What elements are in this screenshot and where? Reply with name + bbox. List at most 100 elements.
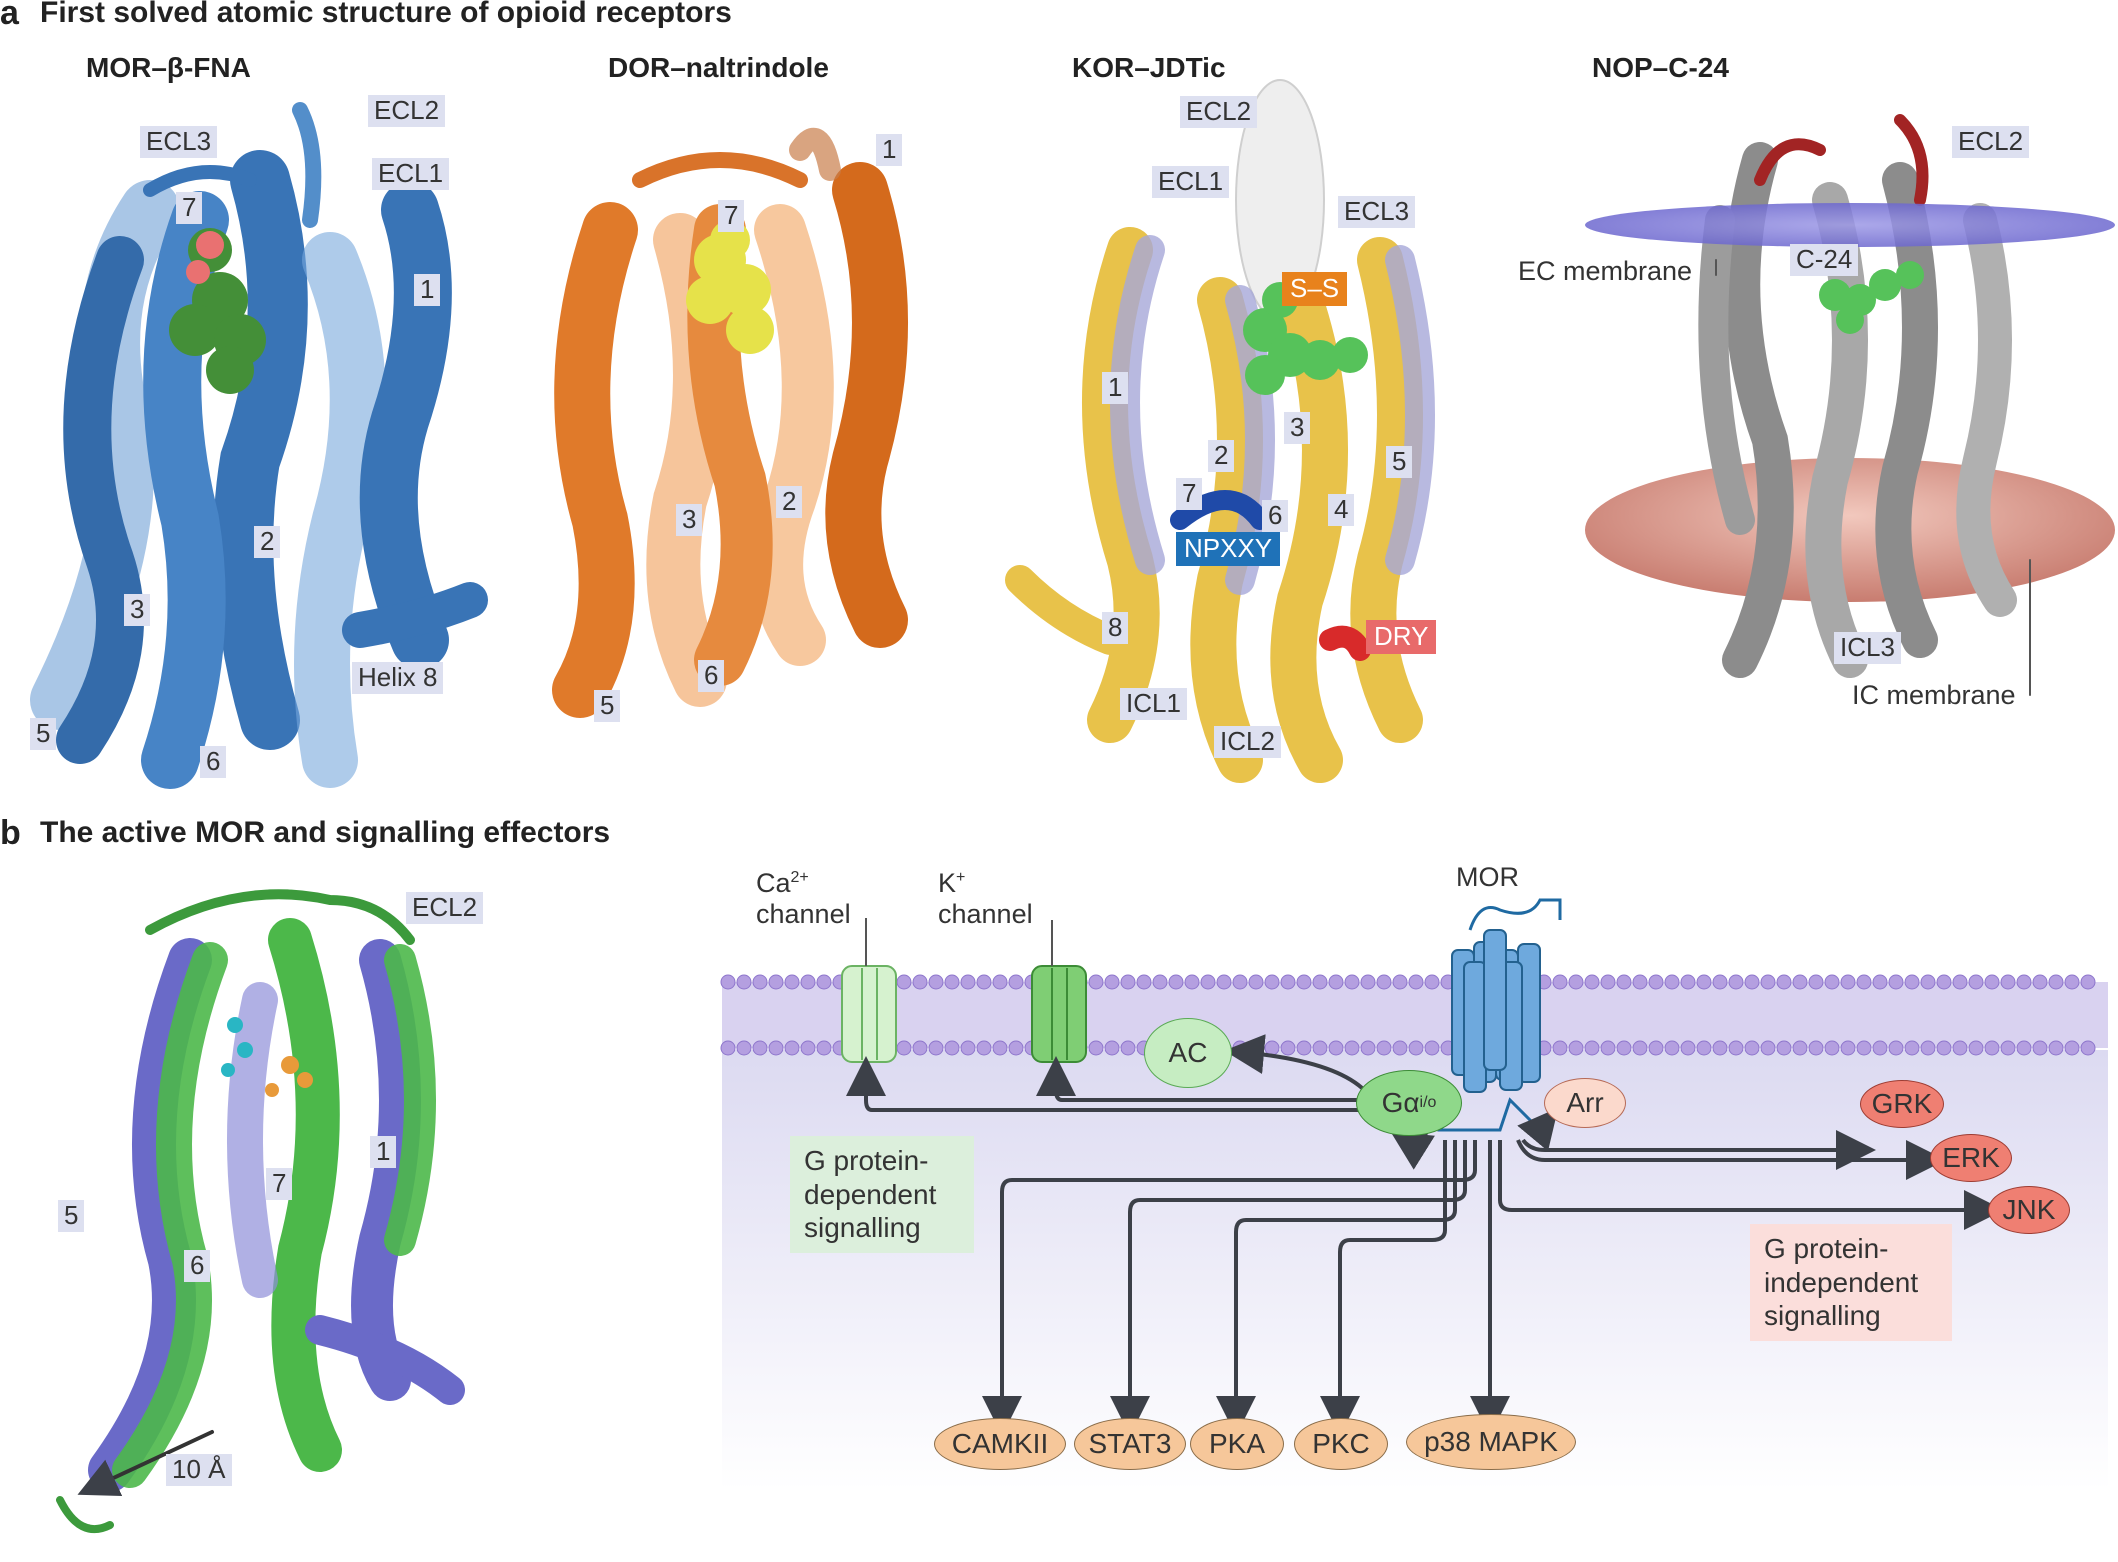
lipid-head xyxy=(800,974,816,990)
lipid-head xyxy=(944,974,960,990)
lipid-head xyxy=(1088,1040,1104,1056)
lipid-head xyxy=(1760,974,1776,990)
lipid-head xyxy=(912,1040,928,1056)
lipid-head xyxy=(1104,974,1120,990)
lipid-head xyxy=(1712,1040,1728,1056)
helix-shift-label: 10 Å xyxy=(166,1454,232,1486)
lipid-head xyxy=(784,974,800,990)
kor-helix7-label: 7 xyxy=(1176,478,1203,510)
lipid-head xyxy=(1824,974,1840,990)
k-channel-label: K+ channel xyxy=(938,868,1033,930)
mor-helix2-label: 2 xyxy=(254,526,281,558)
lipid-head xyxy=(1392,974,1408,990)
lipid-head xyxy=(752,974,768,990)
mor-structure xyxy=(30,102,488,789)
lipid-head xyxy=(1424,974,1440,990)
lipid-head xyxy=(752,1040,768,1056)
lipid-head xyxy=(1840,974,1856,990)
lipid-head xyxy=(1168,974,1184,990)
lipid-head xyxy=(1968,1040,1984,1056)
active-mor-structure xyxy=(56,889,465,1533)
kor-helix6-label: 6 xyxy=(1262,500,1289,532)
lipid-head xyxy=(768,974,784,990)
ac-node: AC xyxy=(1144,1018,1232,1088)
mor-ecl2-label: ECL2 xyxy=(368,95,446,127)
kor-helix8-label: 8 xyxy=(1102,612,1129,644)
lipid-head xyxy=(1728,1040,1744,1056)
lipid-head xyxy=(1568,1040,1584,1056)
lipid-head xyxy=(1904,974,1920,990)
kor-structure xyxy=(1005,79,1435,783)
effector-stat3: STAT3 xyxy=(1074,1418,1186,1470)
ca-channel-label: Ca2+ channel xyxy=(756,868,851,930)
lipid-head xyxy=(1664,974,1680,990)
lipid-head xyxy=(1296,974,1312,990)
nop-title: NOP–C-24 xyxy=(1592,52,1729,83)
lipid-head xyxy=(944,1040,960,1056)
lipid-head xyxy=(1312,974,1328,990)
lipid-head xyxy=(2048,1040,2064,1056)
lipid-head xyxy=(1920,1040,1936,1056)
active-mor-helix1-label: 1 xyxy=(370,1136,397,1168)
nop-ic-membrane-label: IC membrane xyxy=(1852,680,2016,710)
dor-helix1-label: 1 xyxy=(876,134,903,166)
lipid-head xyxy=(816,974,832,990)
mor-ecl3-label: ECL3 xyxy=(140,126,218,158)
lipid-head xyxy=(1664,1040,1680,1056)
lipid-head xyxy=(1152,974,1168,990)
lipid-head xyxy=(1568,974,1584,990)
effector-pkc: PKC xyxy=(1294,1418,1388,1470)
lipid-head xyxy=(1264,1040,1280,1056)
dor-helix3-label: 3 xyxy=(676,504,703,536)
lipid-head xyxy=(1584,1040,1600,1056)
lipid-head xyxy=(1376,974,1392,990)
lipid-head xyxy=(1120,974,1136,990)
effector-pka: PKA xyxy=(1190,1418,1284,1470)
kor-helix5-label: 5 xyxy=(1386,446,1413,478)
lipid-head xyxy=(1360,974,1376,990)
g-protein-dependent-box: G protein- dependent signalling xyxy=(790,1136,974,1253)
lipid-head xyxy=(1552,974,1568,990)
lipid-head xyxy=(1824,1040,1840,1056)
lipid-head xyxy=(1888,1040,1904,1056)
lipid-head xyxy=(1888,974,1904,990)
jnk-node: JNK xyxy=(1988,1186,2070,1234)
lipid-head xyxy=(1616,974,1632,990)
lipid-head xyxy=(1264,974,1280,990)
lipid-head xyxy=(1584,974,1600,990)
lipid-head xyxy=(1648,1040,1664,1056)
lipid-head xyxy=(1328,974,1344,990)
lipid-head xyxy=(1424,1040,1440,1056)
lipid-head xyxy=(1632,974,1648,990)
kor-ecl2-label: ECL2 xyxy=(1180,96,1258,128)
active-mor-ecl2-label: ECL2 xyxy=(406,892,484,924)
lipid-head xyxy=(1088,974,1104,990)
arr-node: Arr xyxy=(1544,1078,1626,1128)
mor-helix7-label: 7 xyxy=(176,192,203,224)
lipid-head xyxy=(1792,974,1808,990)
dor-helix5-label: 5 xyxy=(594,690,621,722)
lipid-head xyxy=(960,974,976,990)
lipid-head xyxy=(1296,1040,1312,1056)
lipid-head xyxy=(1184,974,1200,990)
lipid-head xyxy=(800,1040,816,1056)
lipid-head xyxy=(1600,1040,1616,1056)
kor-icl2-label: ICL2 xyxy=(1214,726,1281,758)
lipid-head xyxy=(992,974,1008,990)
lipid-head xyxy=(976,1040,992,1056)
lipid-head xyxy=(2032,1040,2048,1056)
lipid-head xyxy=(1728,974,1744,990)
lipid-head xyxy=(2032,974,2048,990)
nop-ligand-label: C-24 xyxy=(1790,244,1859,276)
lipid-head xyxy=(736,1040,752,1056)
mor-helix6-label: 6 xyxy=(200,746,227,778)
dor-helix6-label: 6 xyxy=(698,660,725,692)
lipid-head xyxy=(1808,1040,1824,1056)
lipid-head xyxy=(1744,974,1760,990)
lipid-head xyxy=(928,1040,944,1056)
kor-icl1-label: ICL1 xyxy=(1120,688,1187,720)
lipid-head xyxy=(1616,1040,1632,1056)
mor-helix5-label: 5 xyxy=(30,718,57,750)
